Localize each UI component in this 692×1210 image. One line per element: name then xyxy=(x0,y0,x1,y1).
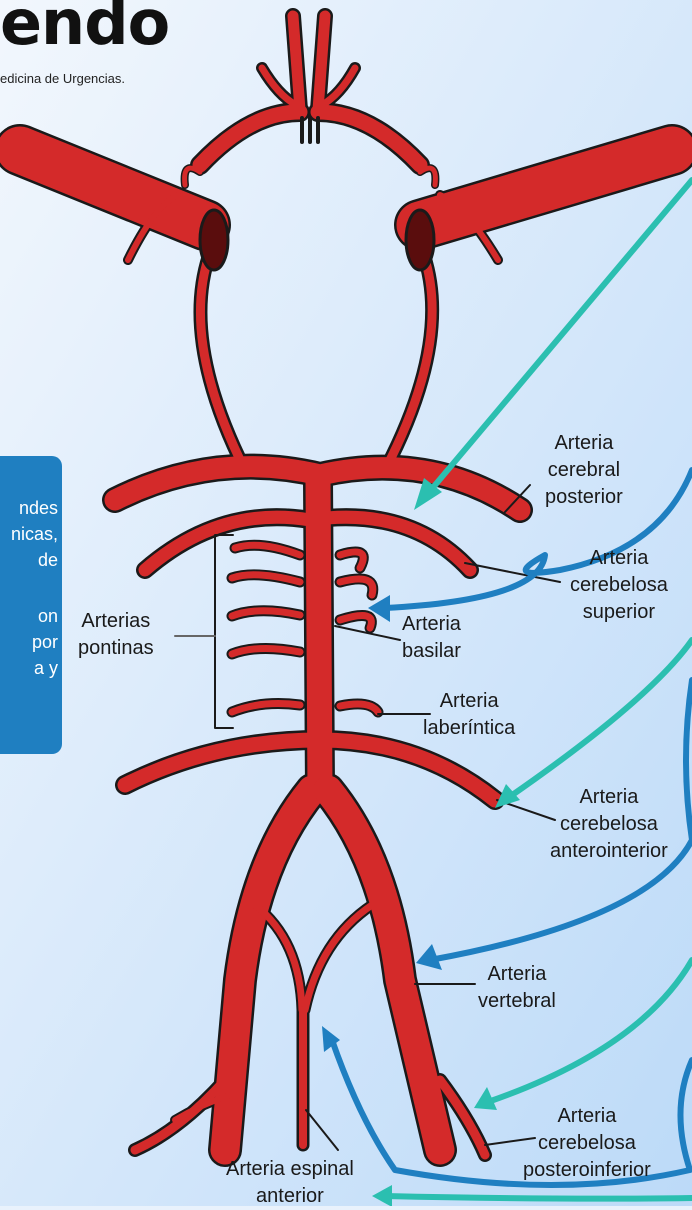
leader-espinal-anterior xyxy=(306,1110,338,1150)
carotid-opening-left xyxy=(200,210,228,270)
pontinas-bracket xyxy=(215,535,233,728)
carotid-opening-right xyxy=(406,210,434,270)
